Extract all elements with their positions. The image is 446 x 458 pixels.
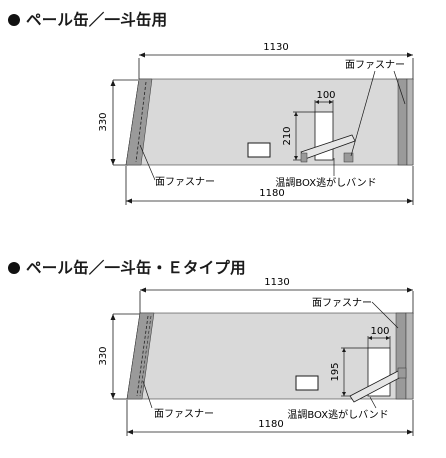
total-dim-label: 1180 bbox=[259, 188, 284, 199]
bullet-icon bbox=[8, 262, 20, 274]
box-width-dimension bbox=[314, 100, 334, 112]
right-fastener-strip-2 bbox=[406, 78, 414, 166]
section-title-1-text: ペール缶／一斗缶用 bbox=[26, 11, 168, 29]
height-dim-label: 330 bbox=[98, 346, 109, 365]
total-dimension bbox=[125, 166, 414, 205]
diagram-2-svg: 1130 330 bbox=[98, 277, 414, 436]
label-face-fastener-bottom: 面ファスナー bbox=[155, 176, 215, 188]
width-dimension bbox=[138, 52, 414, 80]
width-dim-label: 1130 bbox=[263, 42, 288, 53]
label-band: 温調BOX逃がしバンド bbox=[287, 408, 388, 421]
band-clip-left bbox=[300, 152, 308, 163]
width-dim-label: 1130 bbox=[264, 277, 289, 288]
width-dimension bbox=[139, 287, 414, 314]
band-clip-right bbox=[343, 152, 354, 163]
box-height-label: 210 bbox=[282, 126, 293, 145]
left-fastener-strip bbox=[126, 312, 155, 400]
band-clip bbox=[397, 367, 407, 379]
section-title-2-text: ペール缶／一斗缶・Ｅタイプ用 bbox=[26, 259, 246, 277]
diagram-1-svg: 1130 330 bbox=[98, 42, 414, 205]
diagram-2: 1130 330 bbox=[0, 236, 446, 458]
section-title-2: ペール缶／一斗缶・Ｅタイプ用 bbox=[8, 256, 246, 278]
height-dimension bbox=[110, 313, 140, 400]
box-width-dimension bbox=[367, 336, 391, 348]
label-face-fastener-top: 面ファスナー bbox=[345, 59, 405, 71]
label-band: 温調BOX逃がしバンド bbox=[275, 176, 376, 189]
label-face-fastener-bottom: 面ファスナー bbox=[154, 408, 214, 420]
box-width-label: 100 bbox=[316, 90, 335, 101]
total-dimension bbox=[126, 400, 414, 436]
section-title-1: ペール缶／一斗缶用 bbox=[8, 8, 167, 30]
box-width-label: 100 bbox=[370, 326, 389, 337]
bullet-icon bbox=[8, 14, 20, 26]
window-cutout bbox=[247, 142, 271, 158]
right-fastener-strip-1 bbox=[395, 312, 407, 400]
right-fastener-strip-1 bbox=[397, 78, 408, 166]
label-face-fastener-top: 面ファスナー bbox=[312, 297, 372, 309]
window-cutout bbox=[295, 375, 319, 391]
left-fastener-strip bbox=[125, 78, 153, 166]
diagram-1: 1130 330 bbox=[98, 42, 414, 205]
box-height-label: 195 bbox=[330, 362, 341, 381]
height-dim-label: 330 bbox=[98, 112, 109, 131]
right-fastener-strip-2 bbox=[405, 312, 414, 400]
total-dim-label: 1180 bbox=[258, 419, 283, 430]
height-dimension bbox=[110, 79, 138, 166]
